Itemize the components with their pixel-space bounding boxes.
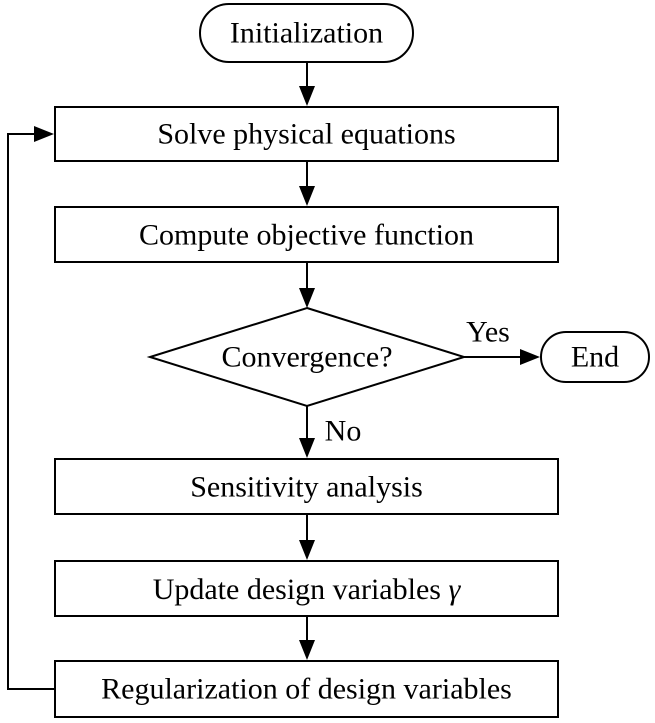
initialization-label: Initialization <box>230 17 383 50</box>
convergence-label: Convergence? <box>221 341 392 374</box>
regularization-label: Regularization of design variables <box>101 673 512 706</box>
end-label: End <box>571 341 619 374</box>
regularization-node: Regularization of design variables <box>54 660 559 718</box>
update-design-variables-node: Update design variables γ <box>54 560 559 617</box>
convergence-decision-node: Convergence? <box>146 306 468 408</box>
no-label: No <box>325 415 362 448</box>
edge-update-to-regularization <box>299 616 315 660</box>
edge-compute-to-convergence <box>299 262 315 308</box>
solve-equations-node: Solve physical equations <box>54 106 559 162</box>
sensitivity-analysis-node: Sensitivity analysis <box>54 458 559 515</box>
initialization-node: Initialization <box>199 3 414 63</box>
update-design-variables-label: Update design variables γ <box>153 573 462 606</box>
edge-sensitivity-to-update <box>299 514 315 560</box>
gamma-symbol: γ <box>448 573 461 606</box>
update-text: Update design variables <box>153 573 449 606</box>
edge-solve-to-compute <box>299 161 315 206</box>
yes-label: Yes <box>466 316 510 349</box>
edge-no-to-sensitivity: No <box>299 406 361 458</box>
solve-equations-label: Solve physical equations <box>157 118 455 151</box>
edge-yes-to-end: Yes <box>464 316 540 365</box>
compute-objective-node: Compute objective function <box>54 206 559 263</box>
sensitivity-analysis-label: Sensitivity analysis <box>190 471 423 504</box>
compute-objective-label: Compute objective function <box>139 219 474 252</box>
edge-feedback-loop <box>7 126 55 690</box>
end-node: End <box>540 331 650 383</box>
edge-init-to-solve <box>299 62 315 106</box>
